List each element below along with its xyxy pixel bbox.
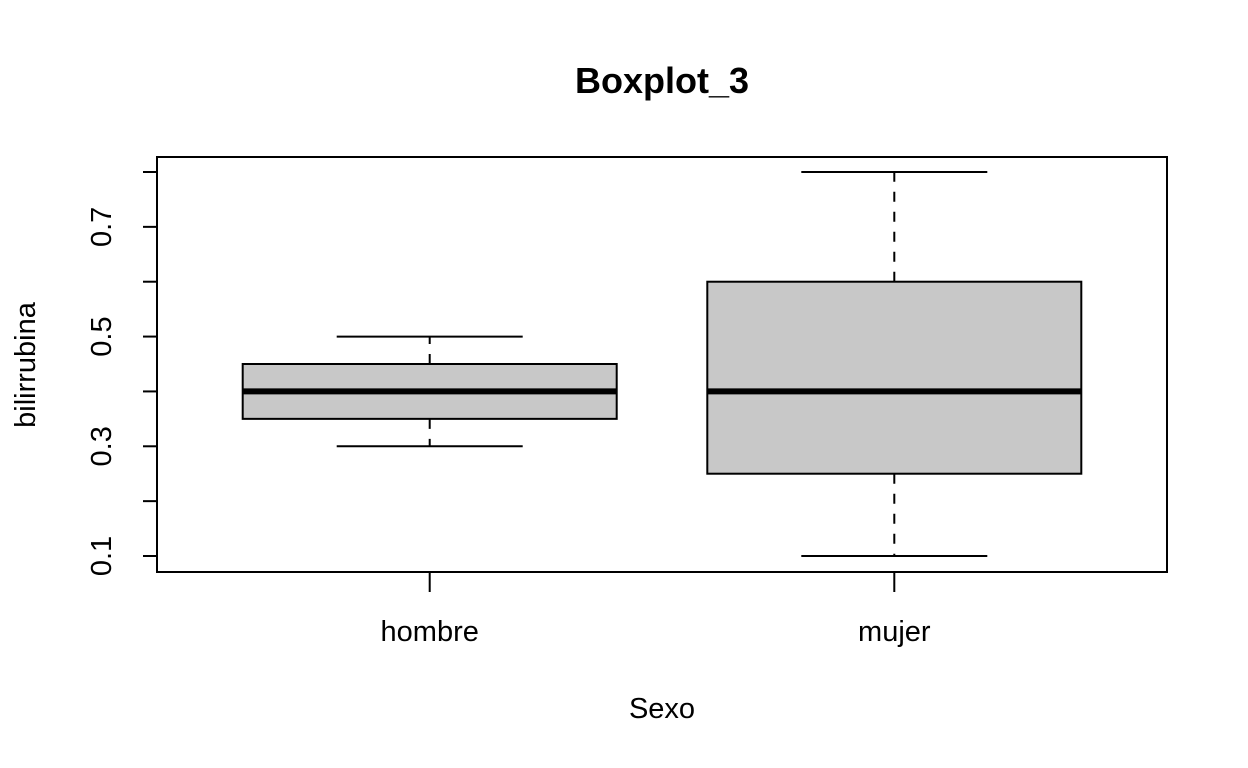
y-tick-label: 0.3 — [86, 426, 118, 466]
y-tick-label: 0.7 — [86, 207, 118, 247]
x-tick-label: mujer — [858, 616, 931, 648]
plot-area: 0.1 0.3 0.5 0.7 hombre mujer — [86, 156, 1168, 648]
chart-title: Boxplot_3 — [575, 60, 749, 101]
y-tick-label: 0.1 — [86, 536, 118, 576]
x-axis-label: Sexo — [629, 693, 695, 725]
x-tick-label: hombre — [381, 616, 479, 648]
plot-frame — [156, 156, 1168, 573]
box-mujer — [706, 280, 1083, 475]
y-axis-label: bilirrubina — [10, 301, 42, 428]
y-tick-label: 0.5 — [86, 316, 118, 356]
